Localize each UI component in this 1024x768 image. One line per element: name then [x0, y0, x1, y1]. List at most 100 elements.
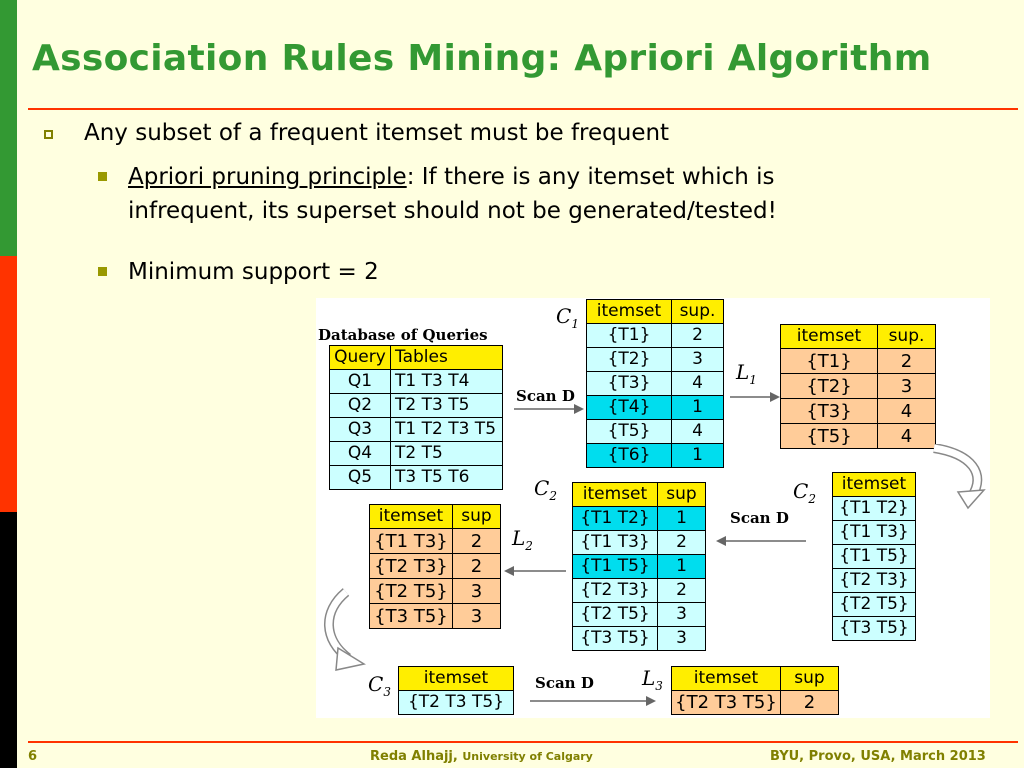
table-row: {T5}4 [586, 419, 724, 444]
table-row: {T3}4 [586, 371, 724, 396]
table-row: {T2 T3}2 [572, 578, 706, 603]
table-cell: {T6} [586, 443, 672, 468]
table-cell: 4 [877, 398, 936, 424]
table-row: {T2 T3}2 [369, 553, 501, 579]
table-row: {T3 T5}3 [572, 626, 706, 651]
header-cell: sup [780, 666, 839, 691]
header-cell: sup. [671, 299, 724, 324]
table-cell: 3 [657, 602, 706, 627]
c2-candidate-table: itemset {T1 T2}{T1 T3}{T1 T5}{T2 T3}{T2 … [832, 472, 916, 641]
hollow-square-bullet-icon [44, 130, 53, 139]
table-row: {T2 T5}3 [572, 602, 706, 627]
bullet-3-text: Minimum support = 2 [128, 259, 379, 285]
footer-divider [28, 741, 1018, 743]
table-cell: {T2 T3 T5} [671, 690, 781, 715]
sidebar-black-block [0, 512, 17, 768]
table-cell: T2 T3 T5 [390, 393, 503, 418]
c3-label: C3 [368, 672, 391, 699]
table-cell: 2 [452, 528, 501, 554]
curved-arrow-icon [324, 588, 366, 671]
table-cell: Q1 [329, 369, 391, 394]
sidebar-stripe [0, 0, 17, 768]
table-cell: Q2 [329, 393, 391, 418]
table-cell: {T2 T3} [832, 568, 916, 593]
c2-label: C2 [534, 476, 557, 503]
table-cell: T1 T2 T3 T5 [390, 417, 503, 442]
scan-d-label: Scan D [730, 509, 789, 527]
table-cell: {T1} [586, 323, 672, 348]
scan-d-label: Scan D [535, 674, 594, 692]
arrow-right-icon [514, 404, 584, 414]
table-row: {T1}2 [586, 323, 724, 348]
header-cell: itemset [671, 666, 781, 691]
header-cell: itemset [832, 472, 916, 497]
table-cell: 2 [452, 553, 501, 579]
table-cell: {T1 T2} [572, 506, 658, 531]
arrow-left-icon [504, 566, 566, 576]
apriori-pruning-link[interactable]: Apriori pruning principle [128, 164, 407, 190]
header-cell: itemset [586, 299, 672, 324]
table-row: {T1 T2}1 [572, 506, 706, 531]
arrow-left-icon [716, 536, 806, 546]
header-cell: itemset [369, 504, 453, 529]
scan-d-label: Scan D [516, 387, 575, 405]
table-cell: 1 [671, 443, 724, 468]
table-cell: {T2} [780, 373, 878, 399]
table-row: {T3 T5}3 [369, 603, 501, 629]
header-cell: itemset [780, 324, 878, 349]
table-cell: {T2 T5} [572, 602, 658, 627]
table-cell: 2 [657, 578, 706, 603]
c3-table: itemset {T2 T3 T5} [398, 666, 514, 715]
c2-candidate-label: C2 [793, 479, 816, 506]
table-row: {T2 T5}3 [369, 578, 501, 604]
square-bullet-icon [98, 267, 107, 276]
slide-title: Association Rules Mining: Apriori Algori… [32, 38, 932, 79]
table-cell: {T5} [586, 419, 672, 444]
table-cell: {T1 T3} [832, 520, 916, 545]
table-cell: 2 [657, 530, 706, 555]
header-cell: sup [657, 482, 706, 507]
table-cell: {T3 T5} [832, 616, 916, 641]
arrow-right-icon [730, 392, 780, 402]
table-row: {T1 T5} [832, 544, 916, 569]
table-cell: {T1 T3} [572, 530, 658, 555]
table-row: {T2 T3 T5}2 [671, 690, 839, 715]
table-cell: {T1 T2} [832, 496, 916, 521]
square-bullet-icon [98, 172, 107, 181]
table-cell: {T2 T5} [369, 578, 453, 604]
table-cell: {T3 T5} [572, 626, 658, 651]
curved-arrow-icon [933, 444, 986, 510]
table-cell: 4 [671, 419, 724, 444]
table-cell: 2 [780, 690, 839, 715]
db-title: Database of Queries [318, 326, 488, 344]
table-cell: {T2} [586, 347, 672, 372]
table-row: {T1 T3}2 [572, 530, 706, 555]
table-row: {T3 T5} [832, 616, 916, 641]
arrow-right-icon [530, 696, 656, 706]
table-cell: {T1 T5} [832, 544, 916, 569]
table-cell: {T2 T5} [832, 592, 916, 617]
title-divider [28, 108, 1018, 110]
table-cell: {T3} [586, 371, 672, 396]
table-row: {T2 T3} [832, 568, 916, 593]
footer-event: BYU, Provo, USA, March 2013 [770, 749, 986, 764]
header-cell: Query [329, 345, 391, 370]
header-cell: itemset [572, 482, 658, 507]
table-cell: 4 [671, 371, 724, 396]
table-row: {T5}4 [780, 423, 936, 449]
table-row: {T2 T5} [832, 592, 916, 617]
table-row: {T2 T3 T5} [398, 690, 514, 715]
l2-label: L2 [512, 526, 533, 553]
table-cell: Q4 [329, 441, 391, 466]
table-row: {T6}1 [586, 443, 724, 468]
table-cell: 2 [877, 348, 936, 374]
